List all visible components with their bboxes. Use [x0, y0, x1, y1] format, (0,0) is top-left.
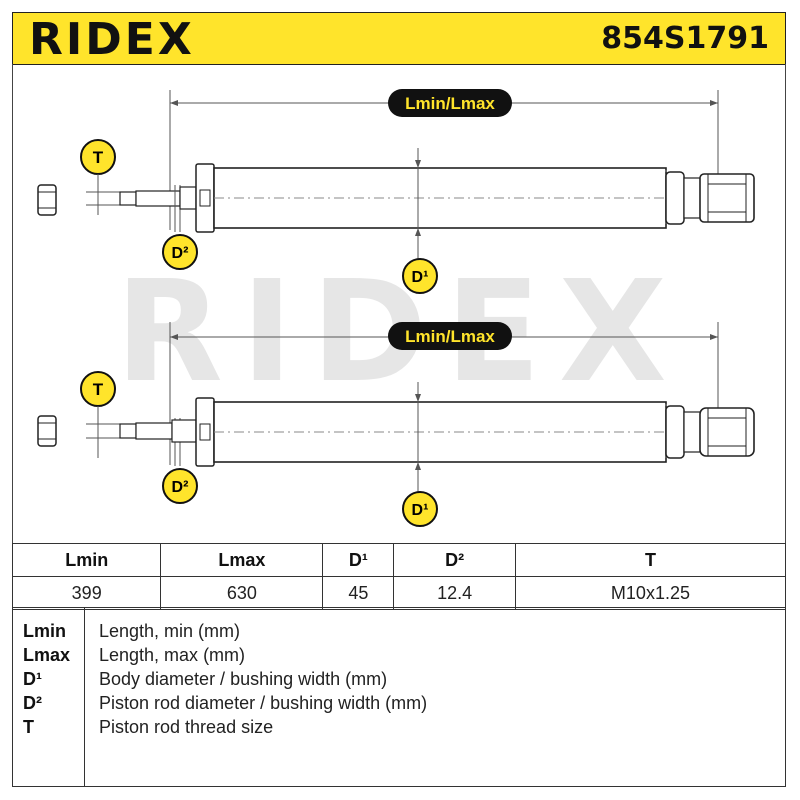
- legend-desc: Body diameter / bushing width (mm): [99, 669, 388, 689]
- shock-absorber-bottom: Lmin/Lmax T D² D¹: [37, 322, 755, 527]
- spec-value-lmin: 399: [11, 576, 162, 610]
- shock-absorber-top: Lmin/Lmax T D²: [37, 89, 755, 294]
- spec-table: Lmin Lmax D¹ D² T 399 630 45 12.4 M10x1.…: [11, 543, 787, 610]
- spec-header-t: T: [514, 543, 787, 577]
- legend-desc: Piston rod thread size: [99, 717, 274, 737]
- body-end-cap-2: [665, 405, 685, 459]
- spec-value-d2: 12.4: [393, 576, 516, 610]
- legend-box: Lmin Length, min (mm) Lmax Length, max (…: [12, 607, 786, 787]
- length-label: Lmin/Lmax: [405, 94, 495, 113]
- bushing-eye-2: [699, 407, 755, 457]
- spec-header-d1: D¹: [322, 543, 395, 577]
- legend-desc: Length, min (mm): [99, 621, 241, 641]
- piston-rod: [135, 190, 181, 207]
- spec-header-lmin: Lmin: [11, 543, 162, 577]
- piston-rod-2: [135, 422, 173, 440]
- brand-logo: RIDEX: [29, 14, 195, 65]
- spec-value-t: M10x1.25: [514, 576, 787, 610]
- legend-key: Lmax: [23, 645, 71, 665]
- legend-key: T: [23, 717, 34, 737]
- arrow-left: [170, 100, 178, 106]
- spec-table-header-row: Lmin Lmax D¹ D² T: [11, 543, 787, 577]
- legend-desc: Piston rod diameter / bushing width (mm): [99, 693, 428, 713]
- shock-absorber-drawing: RIDEX Lmin/Lmax T D²: [37, 89, 755, 527]
- thread-badge-label: T: [93, 148, 104, 167]
- body-diameter-badge: [402, 258, 438, 294]
- legend-key: D²: [23, 693, 42, 713]
- length-label-2: Lmin/Lmax: [405, 327, 495, 346]
- legend-key: D¹: [23, 669, 42, 689]
- body-diameter-badge-label: D¹: [412, 269, 429, 286]
- nut-2: [37, 415, 57, 447]
- legend-desc: Length, max (mm): [99, 645, 246, 665]
- rod-diameter-badge-label-2: D²: [172, 479, 189, 496]
- legend-divider: [84, 608, 85, 786]
- spec-header-lmax: Lmax: [160, 543, 324, 577]
- spec-value-d1: 45: [322, 576, 395, 610]
- legend-item: Lmax Length, max (mm): [13, 643, 783, 667]
- header-bar: RIDEX 854S1791: [12, 12, 786, 65]
- nut: [37, 184, 57, 216]
- length-label-pill: [388, 89, 512, 117]
- body-diameter-badge-label-2: D¹: [412, 502, 429, 519]
- length-label-pill-2: [388, 322, 512, 350]
- frame-right-border: [785, 64, 786, 544]
- part-number: 854S1791: [601, 21, 769, 56]
- legend-key: Lmin: [23, 621, 66, 641]
- legend-item: D² Piston rod diameter / bushing width (…: [13, 691, 783, 715]
- spec-header-d2: D²: [393, 543, 516, 577]
- legend-item: Lmin Length, min (mm): [13, 619, 783, 643]
- legend-item: T Piston rod thread size: [13, 715, 783, 739]
- spec-value-lmax: 630: [160, 576, 324, 610]
- body-diameter-badge-2: [402, 491, 438, 527]
- frame-left-border: [12, 64, 13, 544]
- legend-item: D¹ Body diameter / bushing width (mm): [13, 667, 783, 691]
- arrow-right: [710, 100, 718, 106]
- rod-diameter-badge-2: [162, 468, 198, 504]
- rod-thread: [119, 191, 137, 206]
- bushing-eye: [699, 173, 755, 223]
- spec-table-value-row: 399 630 45 12.4 M10x1.25: [11, 576, 787, 610]
- rod-diameter-badge: [162, 234, 198, 270]
- thread-badge-label-2: T: [93, 380, 104, 399]
- body-end-cap: [665, 171, 685, 225]
- rod-diameter-badge-label: D²: [172, 245, 189, 262]
- rod-thread-2: [119, 423, 137, 439]
